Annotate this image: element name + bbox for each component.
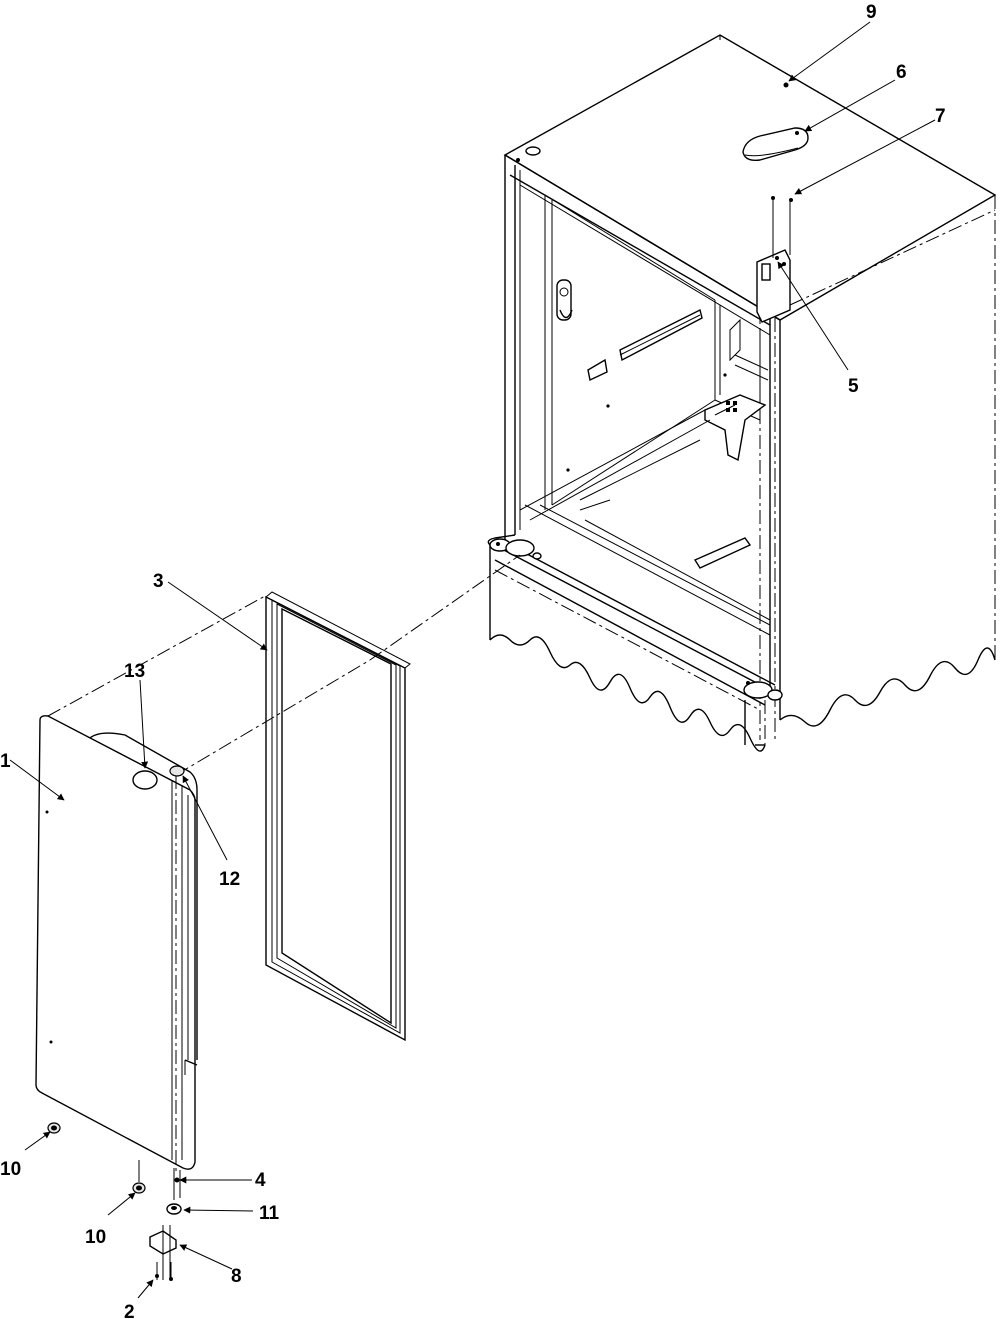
callout-10-lower: 10 [85, 1227, 106, 1248]
callout-1: 1 [0, 751, 11, 772]
callout-labels: 9 6 7 5 3 1 13 12 4 11 8 2 10 10 [0, 2, 946, 1319]
door-panel [35, 595, 371, 1281]
callout-8: 8 [231, 1266, 242, 1287]
leader-lines [9, 21, 936, 1299]
callout-10-upper: 10 [0, 1159, 21, 1180]
callout-11: 11 [259, 1203, 280, 1224]
callout-13: 13 [124, 661, 145, 682]
callout-4: 4 [255, 1170, 266, 1191]
callout-12: 12 [219, 869, 240, 890]
refrigerator-cabinet [487, 34, 997, 752]
assembly-projection-line [369, 554, 521, 661]
callout-7: 7 [935, 106, 946, 127]
callout-5: 5 [848, 376, 859, 397]
callout-6: 6 [896, 62, 907, 83]
callout-3: 3 [153, 571, 164, 592]
callout-9: 9 [866, 2, 877, 23]
door-gasket [265, 591, 411, 1042]
callout-2: 2 [124, 1302, 135, 1319]
